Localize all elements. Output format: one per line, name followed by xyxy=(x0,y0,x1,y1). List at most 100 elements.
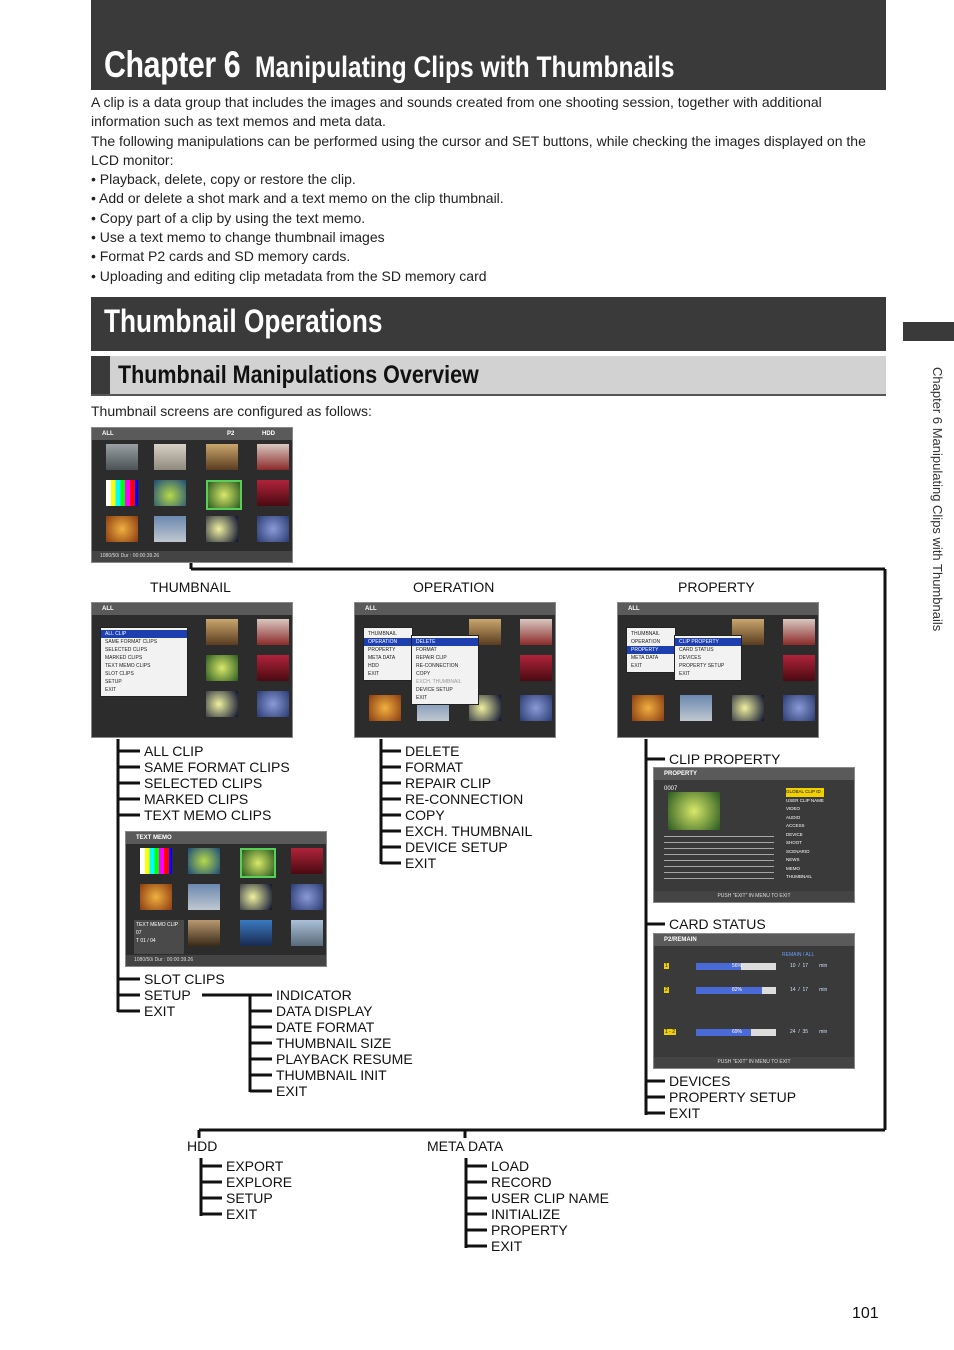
menu-item[interactable]: ACCESS xyxy=(786,823,805,828)
section-header-bar xyxy=(91,297,886,351)
screen-header: ALL xyxy=(355,603,555,615)
remain-bar: 82% xyxy=(696,987,776,994)
remain-percent: 82% xyxy=(732,987,743,993)
clip-thumbnail xyxy=(206,516,238,542)
text-memo-box: TEXT MEMO CLIP 07 T 01 / 04 xyxy=(134,920,184,954)
label-thumbnail: THUMBNAIL xyxy=(150,579,231,595)
menu-item[interactable]: REPAIR CLIP xyxy=(416,655,447,661)
menu-item[interactable]: SETUP xyxy=(105,679,122,685)
thumbnail-popup-menu[interactable]: ALL CLIP SAME FORMAT CLIPS SELECTED CLIP… xyxy=(100,627,188,697)
clip-thumbnail xyxy=(154,480,186,506)
clip-thumbnail xyxy=(140,848,172,874)
clip-thumbnail xyxy=(188,920,220,946)
menu-item[interactable]: MEMO xyxy=(786,865,800,871)
menu-item[interactable]: HDD xyxy=(368,663,379,669)
menu-item[interactable]: EXIT xyxy=(679,671,691,677)
menu-item[interactable]: TEXT MEMO CLIPS xyxy=(105,663,151,669)
menu-item[interactable]: THUMBNAIL xyxy=(368,631,397,637)
tree-item: THUMBNAIL SIZE xyxy=(276,1035,392,1051)
clip-thumbnail xyxy=(206,480,242,510)
menu-item[interactable]: CLIP PROPERTY xyxy=(675,638,741,646)
clip-thumbnail xyxy=(783,655,815,681)
menu-item[interactable]: EXIT xyxy=(631,663,643,669)
clip-thumbnail xyxy=(520,655,552,681)
diagram-caption: Thumbnail screens are configured as foll… xyxy=(91,403,372,419)
clip-thumbnail xyxy=(206,691,238,717)
clip-thumbnail xyxy=(520,619,552,645)
tree-item: EXIT xyxy=(226,1206,258,1222)
property-left-menu[interactable]: THUMBNAIL OPERATION PROPERTY META DATA E… xyxy=(626,627,676,673)
remain-bar: 69% xyxy=(696,1029,776,1036)
operation-menu-screen: ALL THUMBNAIL OPERATION PROPERTY META DA… xyxy=(354,602,556,738)
menu-item[interactable]: META DATA xyxy=(631,655,659,661)
screen-footer: PUSH "EXIT" IN MENU TO EXIT xyxy=(654,891,854,902)
menu-item[interactable]: PROPERTY xyxy=(368,647,396,653)
menu-item[interactable]: SCENARIO xyxy=(786,848,810,854)
screen-header: PROPERTY xyxy=(654,768,854,780)
menu-item[interactable]: EXIT xyxy=(368,671,380,677)
menu-item[interactable]: PROPERTY xyxy=(627,646,675,654)
clip-thumbnail xyxy=(257,691,289,717)
menu-item[interactable]: USER CLIP NAME xyxy=(786,797,824,803)
menu-item[interactable]: OPERATION xyxy=(364,638,412,646)
tree-item: MARKED CLIPS xyxy=(144,791,249,807)
menu-item[interactable]: NEWS xyxy=(786,857,800,862)
clip-thumbnail xyxy=(240,884,272,910)
remain-bar-fill xyxy=(696,1029,752,1036)
clip-thumbnail xyxy=(257,619,289,645)
clip-thumbnail xyxy=(206,619,238,645)
clip-thumbnail xyxy=(257,444,289,470)
tree-item: EXIT xyxy=(144,1003,176,1019)
tree-item: COPY xyxy=(405,807,445,823)
menu-item[interactable]: DEVICE xyxy=(786,831,803,837)
memo-text: TEXT MEMO CLIP 07 xyxy=(136,922,179,936)
menu-item[interactable]: SLOT CLIPS xyxy=(105,671,134,677)
property-submenu[interactable]: CLIP PROPERTY CARD STATUS DEVICES PROPER… xyxy=(674,635,742,681)
subsection-accent xyxy=(91,356,110,394)
menu-item[interactable]: PROPERTY SETUP xyxy=(679,663,725,669)
menu-item[interactable]: DEVICE SETUP xyxy=(416,687,453,693)
remain-minutes: 24 / 35 min xyxy=(790,1029,828,1035)
menu-item[interactable]: SAME FORMAT CLIPS xyxy=(105,639,158,645)
tree-item: DELETE xyxy=(405,743,460,759)
operation-submenu[interactable]: DELETE FORMAT REPAIR CLIP RE-CONNECTION … xyxy=(411,635,479,705)
menu-item[interactable]: COPY xyxy=(416,671,431,677)
menu-item[interactable]: GLOBAL CLIP ID xyxy=(786,788,824,797)
screen-header: P2/REMAIN xyxy=(654,934,854,946)
clip-thumbnail xyxy=(106,480,138,506)
menu-item[interactable]: EXIT xyxy=(105,687,117,693)
menu-item[interactable]: DEVICES xyxy=(679,655,701,661)
operation-left-menu[interactable]: THUMBNAIL OPERATION PROPERTY META DATA H… xyxy=(363,627,413,681)
tree-item: EXIT xyxy=(276,1083,308,1099)
menu-item[interactable]: ALL CLIP xyxy=(101,630,187,638)
menu-item[interactable]: RE-CONNECTION xyxy=(416,663,459,669)
menu-item[interactable]: CARD STATUS xyxy=(679,647,714,653)
menu-item[interactable]: THUMBNAIL xyxy=(631,631,660,637)
menu-item[interactable]: THUMBNAIL xyxy=(786,874,813,879)
menu-item[interactable]: OPERATION xyxy=(631,639,661,645)
menu-item[interactable]: SELECTED CLIPS xyxy=(105,647,148,653)
remain-legend: REMAIN / ALL xyxy=(782,952,815,958)
property-details xyxy=(664,836,774,884)
menu-item[interactable]: MARKED CLIPS xyxy=(105,655,143,661)
menu-item[interactable]: SHOOT xyxy=(786,840,803,845)
tree-item: DEVICE SETUP xyxy=(405,839,508,855)
menu-item[interactable]: FORMAT xyxy=(416,647,437,653)
clip-thumbnail xyxy=(257,480,289,506)
tree-item: LOAD xyxy=(491,1158,530,1174)
menu-item[interactable]: EXIT xyxy=(416,695,428,701)
menu-item[interactable]: DELETE xyxy=(412,638,478,646)
tree-item: PROPERTY SETUP xyxy=(669,1089,797,1105)
menu-item[interactable]: EXCH. THUMBNAIL xyxy=(416,679,462,685)
menu-item[interactable]: META DATA xyxy=(368,655,396,661)
screen-header: ALL xyxy=(618,603,818,615)
tree-item: TEXT MEMO CLIPS xyxy=(144,807,272,823)
property-menu-screen: ALL THUMBNAIL OPERATION PROPERTY META DA… xyxy=(617,602,819,738)
intro-bullet: • Uploading and editing clip metadata fr… xyxy=(91,267,487,284)
menu-item[interactable]: VIDEO xyxy=(786,806,801,811)
menu-item[interactable]: AUDIO xyxy=(786,814,801,820)
